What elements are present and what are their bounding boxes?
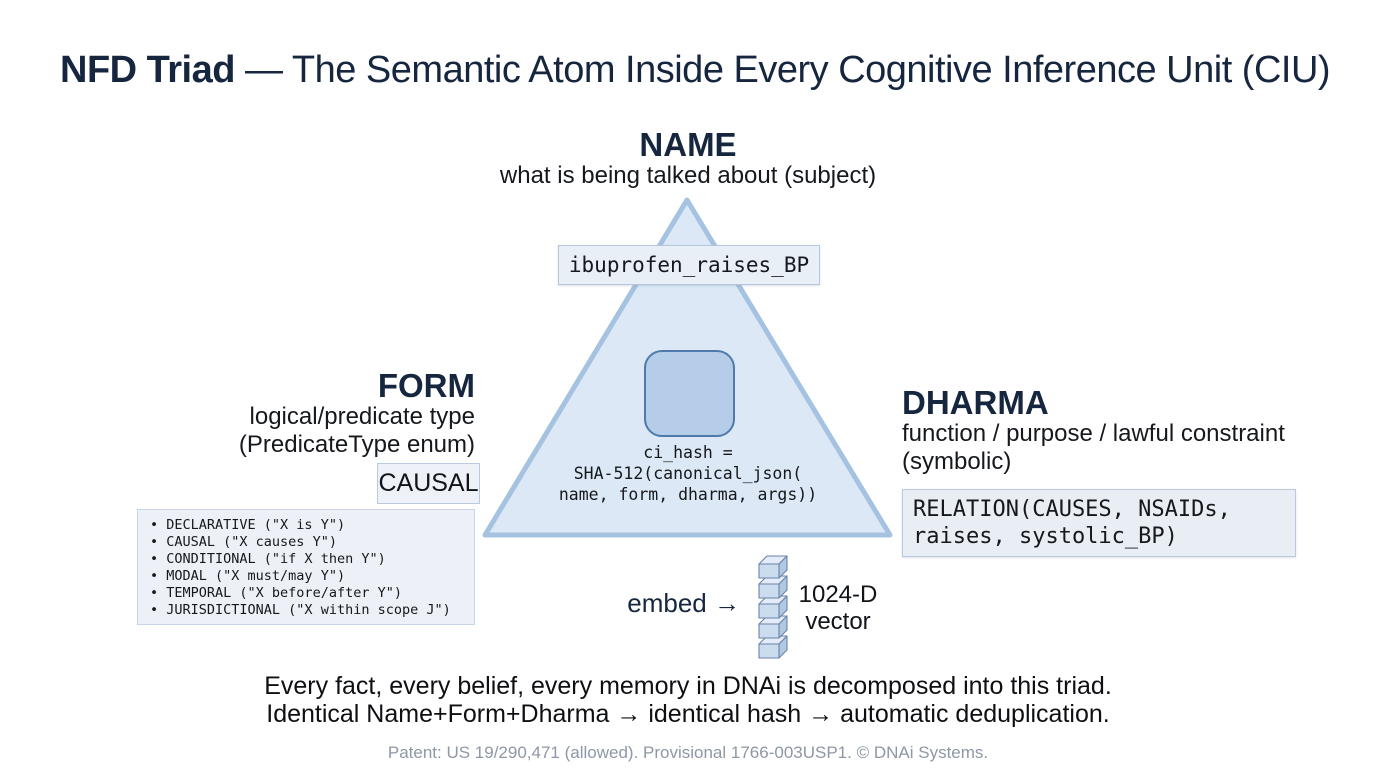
summary-line-2: Identical Name+Form+Dharma → identical h… [266, 700, 1110, 728]
summary-line-1: Every fact, every belief, every memory i… [264, 672, 1112, 700]
dharma-example-box: RELATION(CAUSES, NSAIDs, raises, systoli… [902, 489, 1296, 557]
predicate-type-item: TEMPORAL ("X before/after Y") [150, 585, 474, 602]
vector-dimension-label: 1024-D vector [798, 581, 878, 635]
slide-title-bold: NFD Triad [60, 49, 235, 91]
predicate-type-item: CAUSAL ("X causes Y") [150, 534, 474, 551]
predicate-type-enum-box: DECLARATIVE ("X is Y")CAUSAL ("X causes … [137, 509, 475, 625]
predicate-type-list: DECLARATIVE ("X is Y")CAUSAL ("X causes … [150, 517, 474, 618]
vector-cubes-icon [758, 555, 788, 659]
predicate-type-item: JURISDICTIONAL ("X within scope J") [150, 602, 474, 619]
predicate-type-item: CONDITIONAL ("if X then Y") [150, 551, 474, 568]
slide-title: NFD Triad — The Semantic Atom Inside Eve… [60, 48, 1360, 92]
ci-hash-formula: ci_hash = SHA-512(canonical_json( name, … [558, 443, 818, 504]
name-heading: NAME [639, 126, 737, 163]
form-heading: FORM [377, 367, 475, 404]
slide-title-rest: — The Semantic Atom Inside Every Cogniti… [234, 49, 1331, 91]
patent-footer: Patent: US 19/290,471 (allowed). Provisi… [387, 743, 989, 762]
name-subtitle: what is being talked about (subject) [499, 162, 877, 189]
name-example-box: ibuprofen_raises_BP [558, 245, 820, 285]
dharma-heading: DHARMA [902, 384, 1049, 421]
embed-label: embed → [627, 588, 740, 618]
ci-hash-square [644, 350, 735, 437]
dharma-subtitle: function / purpose / lawful constraint (… [902, 420, 1285, 475]
predicate-type-item: MODAL ("X must/may Y") [150, 568, 474, 585]
predicate-type-item: DECLARATIVE ("X is Y") [150, 517, 474, 534]
form-subtitle: logical/predicate type (PredicateType en… [238, 403, 475, 458]
form-example-box: CAUSAL [377, 463, 480, 504]
